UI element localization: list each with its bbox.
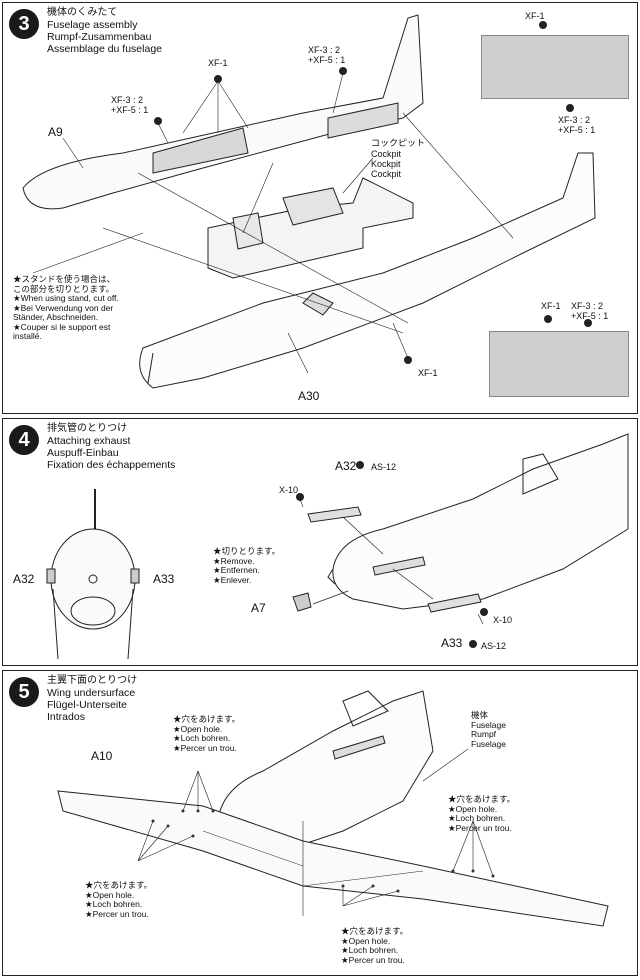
stand-note: ★スタンドを使う場合は、 この部分を切りとります。 ★When using st…: [13, 274, 119, 341]
front-a33-label: A33: [153, 572, 175, 586]
part-a33-label: A33: [441, 636, 463, 650]
cockpit-label-de: Kockpit: [371, 159, 401, 169]
title-fr: Fixation des échappements: [47, 459, 176, 471]
title-de: Auspuff-Einbau: [47, 447, 119, 459]
paint-mix-label: XF-3 : 2: [308, 45, 341, 55]
title-en: Attaching exhaust: [47, 435, 131, 447]
title-en: Wing undersurface: [47, 687, 136, 699]
paint-xf1-label: XF-1: [418, 368, 438, 378]
step-number: 3: [9, 9, 39, 39]
inset-paint-label: XF-3 : 2: [571, 301, 604, 311]
exhaust-drawing: [46, 433, 629, 660]
part-a32-label: A32: [335, 459, 357, 473]
paint-x10-label: X-10: [493, 615, 513, 625]
remove-note: ★切りとります。 ★Remove. ★Entfernen. ★Enlever.: [213, 546, 281, 585]
paint-xf1-label: XF-1: [208, 58, 228, 68]
step-title: 排気管のとりつけ Attaching exhaust Auspuff-Einba…: [47, 423, 175, 471]
title-fr: Intrados: [47, 711, 85, 723]
paint-mix-label: +XF-5 : 1: [111, 105, 149, 115]
paint-as12-label: AS-12: [481, 641, 507, 651]
open-hole-note: ★穴をあけます。 ★Open hole. ★Loch bohren. ★Perc…: [448, 794, 516, 833]
inset-paint-label: +XF-5 : 1: [558, 125, 596, 135]
title-en: Fuselage assembly: [47, 19, 138, 31]
wing-undersurface-drawing: [57, 690, 609, 927]
inset-paint-label: XF-1: [541, 301, 561, 311]
cockpit-label-fr: Cockpit: [371, 169, 402, 179]
title-jp: 主翼下面のとりつけ: [47, 675, 138, 686]
paint-mix-label: +XF-5 : 1: [308, 55, 346, 65]
step-number: 5: [9, 677, 39, 707]
open-hole-note: ★穴をあけます。 ★Open hole. ★Loch bohren. ★Perc…: [341, 926, 409, 965]
open-hole-note: ★穴をあけます。 ★Open hole. ★Loch bohren. ★Perc…: [85, 880, 153, 919]
inset-paint-label: XF-3 : 2: [558, 115, 591, 125]
paint-x10-label: X-10: [279, 485, 299, 495]
cockpit-label-jp: コックピット: [371, 138, 426, 148]
front-a32-label: A32: [13, 572, 35, 586]
title-de: Rumpf-Zusammenbau: [47, 31, 152, 43]
step-5-panel: 5 主翼下面のとりつけ Wing undersurface Flügel-Unt…: [2, 670, 638, 976]
cockpit-label-en: Cockpit: [371, 149, 402, 159]
fuselage-label: 機体 Fuselage Rumpf Fuselage: [471, 710, 506, 749]
open-hole-note: ★穴をあけます。 ★Open hole. ★Loch bohren. ★Perc…: [173, 714, 241, 753]
step-title: 機体のくみたて Fuselage assembly Rumpf-Zusammen…: [47, 7, 162, 55]
step-title: 主翼下面のとりつけ Wing undersurface Flügel-Unter…: [47, 675, 137, 723]
step-3-panel: 3 機体のくみたて Fuselage assembly Rumpf-Zusamm…: [2, 2, 638, 414]
paint-mix-label: XF-3 : 2: [111, 95, 144, 105]
part-a9-label: A9: [48, 125, 63, 139]
inset-paint-label: XF-1: [525, 11, 545, 21]
part-a7-label: A7: [251, 601, 266, 615]
inset-paint-label: +XF-5 : 1: [571, 311, 609, 321]
step-number: 4: [9, 425, 39, 455]
title-jp: 排気管のとりつけ: [47, 423, 128, 434]
cockpit-inset-top: [481, 35, 629, 99]
title-de: Flügel-Unterseite: [47, 699, 127, 711]
part-a30-label: A30: [298, 389, 320, 403]
cockpit-inset-bottom: [489, 331, 629, 397]
part-a10-label: A10: [91, 749, 113, 763]
step-4-panel: 4 排気管のとりつけ Attaching exhaust Auspuff-Ein…: [2, 418, 638, 666]
title-jp: 機体のくみたて: [47, 7, 118, 18]
paint-as12-label: AS-12: [371, 462, 397, 472]
title-fr: Assemblage du fuselage: [47, 43, 162, 55]
fuselage-assembly-drawing: [22, 14, 596, 389]
